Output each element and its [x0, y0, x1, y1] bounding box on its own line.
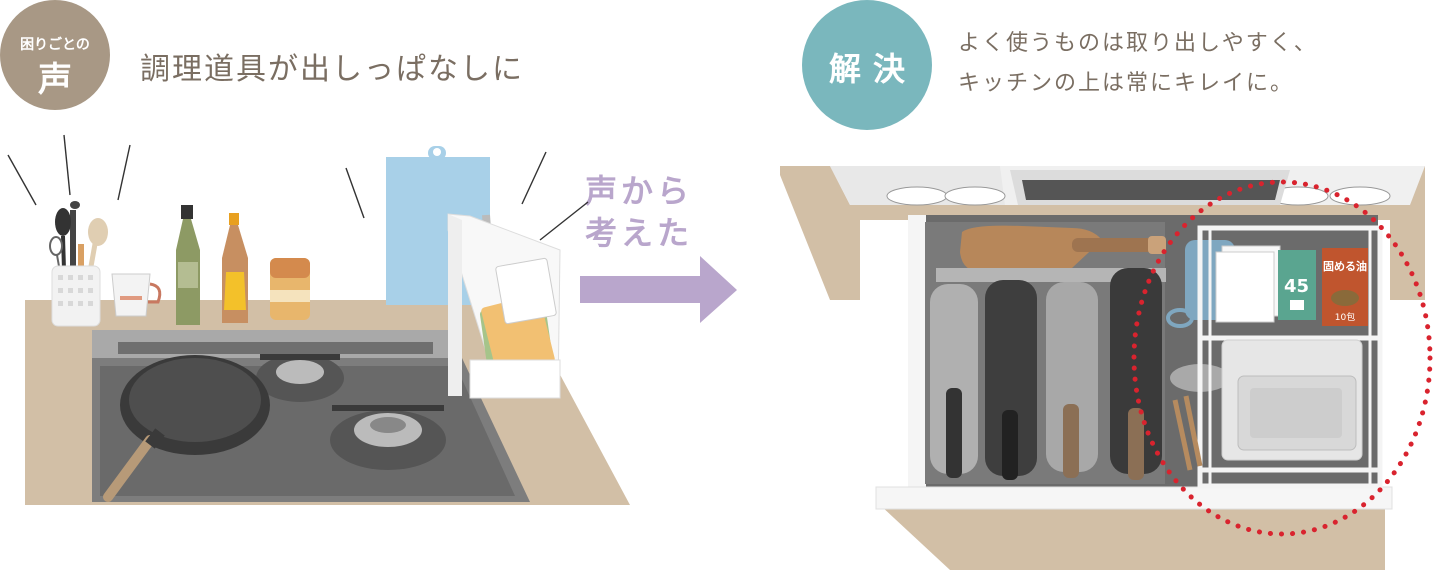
- arrow-label-line2: 考えた: [585, 214, 694, 252]
- arrow-label: 声から 考えた: [585, 170, 693, 254]
- cluttered-kitchen-illustration: [7, 134, 630, 505]
- oil-bottle-green-icon: [176, 205, 200, 325]
- tool-stand-icon: [447, 213, 561, 399]
- problem-badge-small: 困りごとの: [20, 37, 90, 53]
- oil-box-count: 10包: [1335, 311, 1355, 323]
- wire-organizer-icon: [1172, 225, 1383, 489]
- highlight-dotted-ring: [1131, 179, 1433, 537]
- pan-rack-bar: [936, 268, 1166, 282]
- solution-text: よく使うものは取り出しやすく、 キッチンの上は常にキレイに。: [958, 24, 1318, 104]
- garbage-bag-number: 45: [1284, 276, 1309, 297]
- clutter-motion-lines: [7, 134, 589, 241]
- cabinet-front: [880, 505, 1385, 570]
- drawer-front-lip: [875, 486, 1393, 510]
- burner-front-right-icon: [330, 405, 446, 470]
- transition-arrow-icon: [580, 256, 737, 323]
- oil-solidifier-box-icon: 固める油 10包: [1322, 248, 1368, 326]
- burner-back-icon: [256, 354, 344, 402]
- problem-text: 調理道具が出しっぱなしに: [140, 52, 524, 87]
- solution-badge-label: 解決: [828, 50, 917, 88]
- organized-drawer-illustration: 45 固める油 10包: [780, 166, 1433, 570]
- garbage-bag-box-icon: 45: [1215, 245, 1316, 323]
- utensil-holder-icon: [49, 201, 108, 327]
- stove-vent: [118, 342, 433, 354]
- spice-jar-icon: [270, 258, 310, 320]
- frying-pan-icon: [103, 355, 270, 502]
- oil-box-name: 固める油: [1323, 259, 1367, 273]
- wooden-board-icon: [960, 225, 1166, 272]
- problem-badge-big: 声: [38, 60, 72, 100]
- solution-badge: 解決: [802, 0, 932, 130]
- frying-pans-stored-icon: [930, 268, 1162, 480]
- arrow-label-line1: 声から: [585, 172, 694, 210]
- measuring-cup-icon: [111, 273, 162, 317]
- solution-text-line1: よく使うものは取り出しやすく、: [958, 31, 1318, 56]
- solution-text-line2: キッチンの上は常にキレイに。: [958, 71, 1295, 96]
- dressing-bottle-icon: [222, 213, 248, 323]
- problem-badge: 困りごとの 声: [0, 0, 110, 110]
